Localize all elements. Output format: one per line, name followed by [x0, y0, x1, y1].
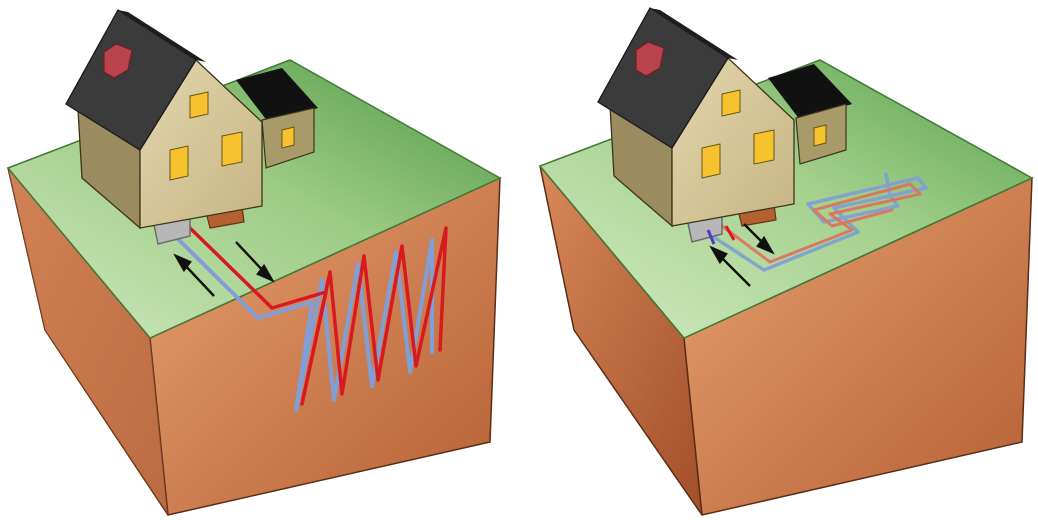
horizontal-loop-diagram — [538, 7, 1034, 516]
house-window-right — [753, 129, 775, 165]
house-window-left — [169, 145, 189, 181]
return-arrow — [181, 261, 215, 297]
return-arrow-head — [173, 253, 192, 273]
house-window-top — [189, 91, 209, 119]
supply-arrow-head — [756, 235, 775, 255]
return-arrow-head — [709, 245, 728, 265]
supply-arrow-head — [256, 263, 275, 283]
hot-pipe-loop — [188, 226, 448, 406]
flow-arrows — [173, 241, 275, 297]
vertical-loop-pipes — [170, 226, 448, 412]
annex-roof — [768, 64, 852, 120]
house-roof-edge — [118, 10, 206, 62]
annex-roof — [236, 68, 318, 122]
hot-pipe-stub — [724, 225, 736, 241]
cold-pipe-loop — [704, 172, 928, 272]
soil-left-wall — [8, 168, 168, 515]
vertical-loop-diagram — [6, 9, 502, 516]
cold-pipe-stub — [706, 229, 716, 245]
house-window-left — [701, 143, 721, 179]
house-window-top — [721, 89, 741, 117]
flow-arrows — [709, 223, 775, 287]
chimney — [635, 41, 665, 77]
annex-window — [813, 124, 827, 147]
hot-pipe-loop — [720, 182, 922, 264]
house-window-right — [221, 131, 243, 167]
house-roof-edge — [650, 8, 738, 60]
annex-window — [281, 126, 295, 149]
horizontal-loop-pipes — [704, 172, 928, 272]
chimney — [103, 43, 133, 79]
